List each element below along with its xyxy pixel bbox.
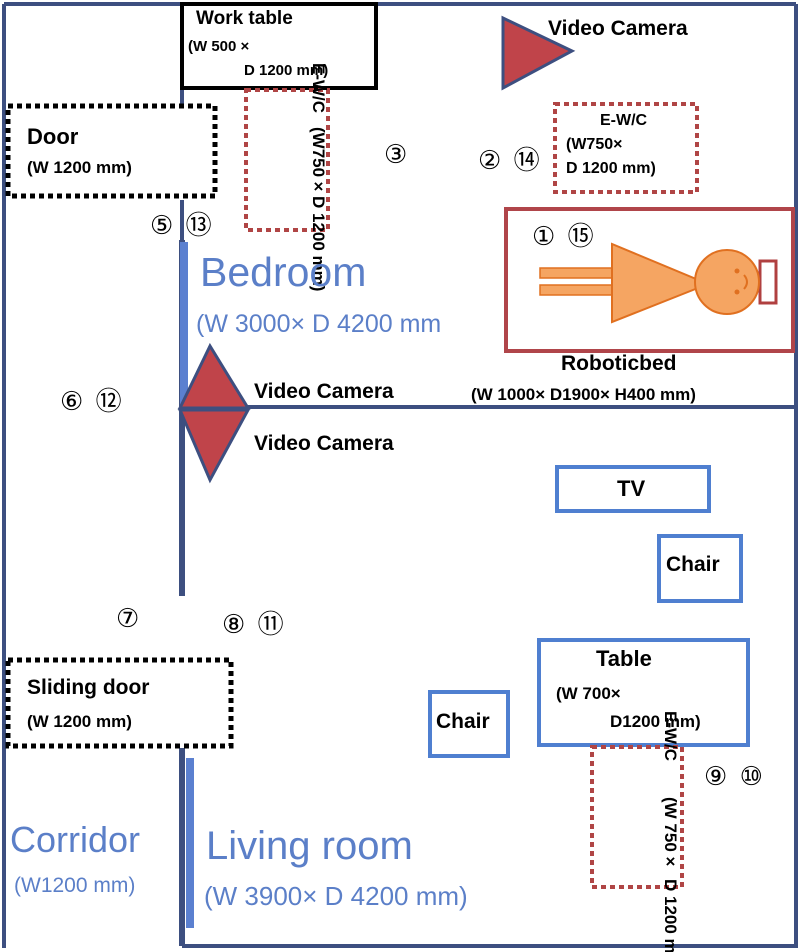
work-table-title: Work table bbox=[196, 8, 293, 29]
work-table-dims-2: D 1200 mm) bbox=[244, 62, 329, 79]
work-table-dims-1: (W 500 × bbox=[188, 38, 250, 55]
sliding-door-title: Sliding door bbox=[27, 676, 150, 699]
step-6-12: ⑥ ⑫ bbox=[60, 387, 124, 417]
corridor-name: Corridor bbox=[10, 819, 141, 860]
sliding-door-rect bbox=[5, 657, 234, 749]
video-camera-top-icon bbox=[501, 15, 576, 91]
ewc-right-line-1: E-W/C bbox=[600, 112, 648, 129]
ewc-right-rect bbox=[553, 102, 699, 194]
tv-rect bbox=[555, 465, 711, 513]
step-3: ③ bbox=[384, 140, 410, 170]
step-5-13: ⑤ ⑬ bbox=[150, 211, 214, 241]
chair-right-rect bbox=[657, 534, 743, 603]
ewc-left-rect bbox=[244, 88, 330, 232]
table-title: Table bbox=[596, 646, 652, 671]
video-camera-low-label: Video Camera bbox=[254, 432, 394, 455]
video-camera-low-icon bbox=[177, 408, 251, 484]
sliding-door-dims: (W 1200 mm) bbox=[27, 712, 132, 731]
step-2-14: ② ⑭ bbox=[478, 146, 542, 176]
chair-right-label: Chair bbox=[666, 553, 720, 576]
partitions bbox=[180, 242, 194, 928]
chair-left-label: Chair bbox=[436, 710, 490, 733]
corridor-dims: (W1200 mm) bbox=[14, 874, 136, 897]
step-7: ⑦ bbox=[116, 604, 142, 634]
step-8-11: ⑧ ⑪ bbox=[222, 610, 286, 640]
ewc-right-line-2: (W750× bbox=[566, 136, 623, 153]
table-dims-2: D1200 mm) bbox=[610, 712, 701, 731]
living-room-dims: (W 3900× D 4200 mm) bbox=[204, 881, 468, 911]
step-9-10: ⑨ ⑩ bbox=[704, 762, 765, 792]
door-dims: (W 1200 mm) bbox=[27, 158, 132, 177]
video-camera-top-label: Video Camera bbox=[548, 17, 688, 40]
door-rect bbox=[5, 103, 218, 199]
table-dims-1: (W 700× bbox=[556, 684, 621, 703]
tv-label: TV bbox=[617, 476, 646, 501]
door-title: Door bbox=[27, 124, 79, 149]
robotic-bed-dims: (W 1000× D1900× H400 mm) bbox=[471, 385, 696, 404]
chair-left-rect bbox=[428, 690, 510, 758]
living-room-name: Living room bbox=[206, 824, 413, 868]
work-table-rect bbox=[180, 2, 378, 90]
robot-arm-icon bbox=[539, 242, 778, 324]
video-camera-mid-label: Video Camera bbox=[254, 380, 394, 403]
table-rect bbox=[537, 638, 750, 747]
ewc-right-line-3: D 1200 mm) bbox=[566, 160, 656, 177]
ewc-bottom-label: E-W/C (W 750× D 1200 mm) bbox=[594, 711, 680, 952]
ewc-left-label: E-W/C (W750× D 1200 mm) bbox=[248, 63, 328, 292]
ewc-left-line-2: (W750× bbox=[309, 126, 328, 196]
robotic-bed-name: Roboticbed bbox=[561, 352, 677, 375]
ewc-bottom-line-2: (W 750× bbox=[661, 797, 680, 872]
ewc-bottom-line-3: D 1200 mm) bbox=[661, 879, 680, 952]
video-camera-mid-icon bbox=[177, 342, 251, 410]
ewc-bottom-rect bbox=[590, 745, 684, 889]
ewc-left-line-1: E-W/C bbox=[309, 62, 328, 113]
step-1-15: ① ⑮ bbox=[532, 222, 596, 252]
bedroom-name: Bedroom bbox=[200, 249, 367, 295]
bedroom-dims: (W 3000× D 4200 mm bbox=[196, 310, 442, 338]
ewc-left-line-3: D 1200 mm) bbox=[309, 195, 328, 292]
ewc-bottom-line-1: E-W/C bbox=[661, 711, 680, 762]
